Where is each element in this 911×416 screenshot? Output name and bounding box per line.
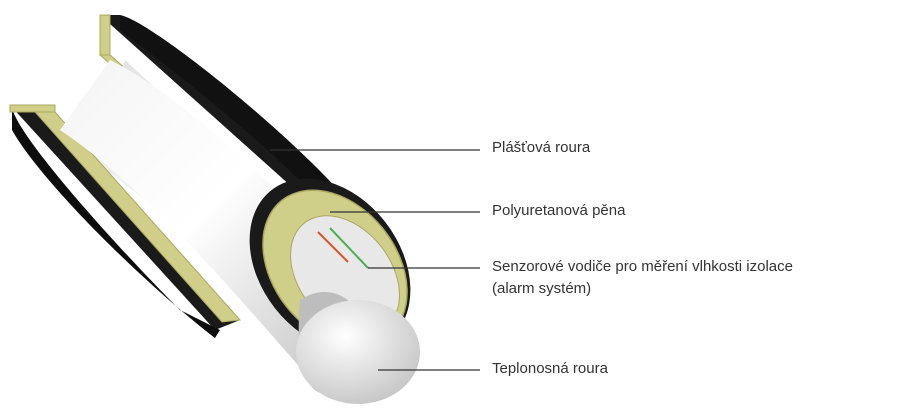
label-pu-foam: Polyuretanová pěna (492, 201, 625, 221)
label-sensor-wires-subtitle: (alarm systém) (492, 279, 591, 299)
label-sensor-wires: Senzorové vodiče pro měření vlhkosti izo… (492, 257, 793, 277)
label-carrier-pipe: Teplonosná roura (492, 359, 608, 379)
label-outer-casing: Plášťová roura (492, 138, 590, 158)
